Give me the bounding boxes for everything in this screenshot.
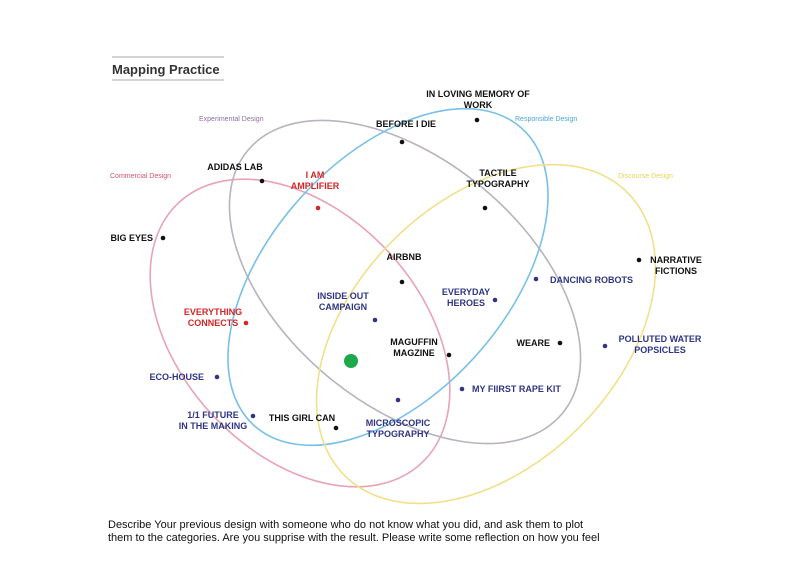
item-label: WEARE bbox=[517, 338, 551, 348]
responsible-design-ellipse bbox=[227, 107, 549, 447]
item-dot bbox=[492, 297, 498, 303]
item-label: BEFORE I DIE bbox=[376, 119, 436, 129]
item-dot bbox=[474, 117, 480, 123]
diagram-title: Mapping Practice bbox=[112, 62, 220, 77]
item-dot bbox=[459, 386, 465, 392]
item-dot bbox=[214, 374, 220, 380]
item-dots bbox=[160, 117, 642, 431]
item-dot bbox=[636, 257, 642, 263]
item-label: MY FIIRST RAPE KIT bbox=[472, 384, 561, 394]
item-dot bbox=[259, 178, 265, 184]
item-dot bbox=[250, 413, 256, 419]
instruction-caption: Describe Your previous design with someo… bbox=[108, 519, 748, 545]
item-label: AIRBNB bbox=[387, 252, 422, 262]
item-dot bbox=[399, 279, 405, 285]
item-label: BIG EYES bbox=[110, 233, 153, 243]
item-dot bbox=[482, 205, 488, 211]
commercial-design-ellipse bbox=[149, 178, 451, 488]
item-dot bbox=[557, 340, 563, 346]
diagram-background bbox=[0, 0, 810, 520]
item-dot bbox=[160, 235, 166, 241]
item-label: DANCING ROBOTS bbox=[550, 275, 633, 285]
center-marker bbox=[344, 354, 358, 368]
item-dot bbox=[395, 397, 401, 403]
item-label: ADIDAS LAB bbox=[207, 162, 263, 172]
title-block: Mapping Practice bbox=[112, 56, 224, 81]
item-label: THIS GIRL CAN bbox=[269, 413, 335, 423]
item-dot bbox=[399, 139, 405, 145]
item-label: ECO-HOUSE bbox=[149, 372, 204, 382]
item-dot bbox=[446, 352, 452, 358]
category-label: Responsible Design bbox=[515, 116, 577, 123]
caption-line: them to the categories. Are you supprise… bbox=[108, 532, 600, 544]
category-label: Discourse Design bbox=[618, 173, 673, 180]
mapping-diagram: Mapping Practice Commercial Design Experi… bbox=[0, 0, 810, 520]
category-label: Experimental Design bbox=[199, 116, 264, 123]
item-dot bbox=[533, 276, 539, 282]
category-label: Commercial Design bbox=[110, 173, 171, 180]
category-ellipses bbox=[149, 107, 657, 505]
item-dot bbox=[602, 343, 608, 349]
experimental-design-ellipse bbox=[228, 119, 582, 445]
category-labels: Commercial Design Experimental Design Resp… bbox=[110, 116, 673, 180]
item-dot bbox=[333, 425, 339, 431]
item-dot bbox=[243, 320, 249, 326]
caption-line: Describe Your previous design with someo… bbox=[108, 519, 584, 531]
discourse-design-ellipse bbox=[315, 163, 657, 505]
item-dot bbox=[372, 317, 378, 323]
item-dot bbox=[315, 205, 321, 211]
